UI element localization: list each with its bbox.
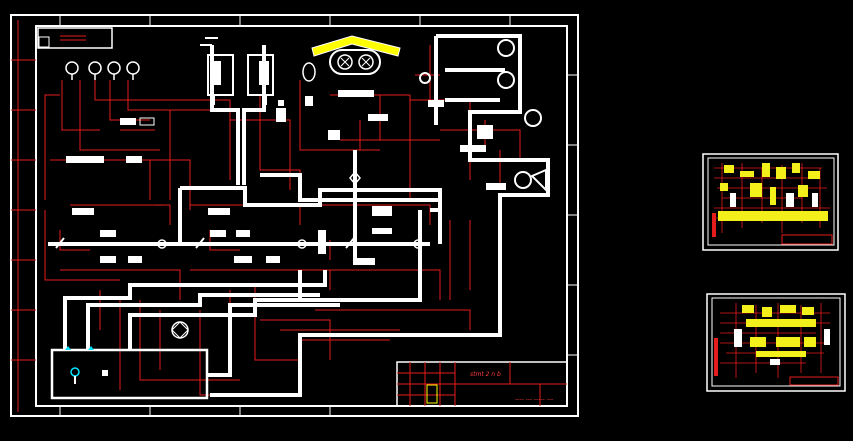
title-block: stmt 2 n b ---- --- ----- --- bbox=[396, 361, 568, 407]
pumps bbox=[419, 39, 547, 193]
actuator-cylinders bbox=[200, 37, 274, 105]
reservoir-tank bbox=[50, 348, 209, 400]
schematic-canvas: stmt 2 n b ---- --- ----- --- --- bbox=[10, 14, 579, 417]
thumbnail-canvas-2 bbox=[702, 153, 839, 251]
pressure-gauges bbox=[65, 61, 140, 80]
white-pipes bbox=[48, 34, 550, 397]
motor-unit bbox=[302, 35, 401, 82]
outer-frame bbox=[10, 14, 579, 417]
revision-column bbox=[11, 20, 36, 412]
title-block-subtitle: ---- --- ----- --- bbox=[515, 396, 553, 403]
frame-ticks bbox=[59, 15, 578, 416]
legend-label: --- bbox=[155, 202, 162, 209]
title-block-title: stmt 2 n b bbox=[470, 371, 501, 378]
valve-blocks bbox=[66, 90, 506, 265]
junctions bbox=[55, 170, 423, 339]
thumbnail-sheet-2[interactable] bbox=[702, 153, 839, 251]
thumbnail-sheet-3[interactable] bbox=[706, 293, 846, 392]
thumbnail-canvas-3 bbox=[706, 293, 846, 392]
red-wires bbox=[44, 45, 521, 396]
inner-frame bbox=[35, 25, 568, 407]
main-drawing-sheet[interactable]: stmt 2 n b ---- --- ----- --- --- bbox=[0, 0, 600, 441]
